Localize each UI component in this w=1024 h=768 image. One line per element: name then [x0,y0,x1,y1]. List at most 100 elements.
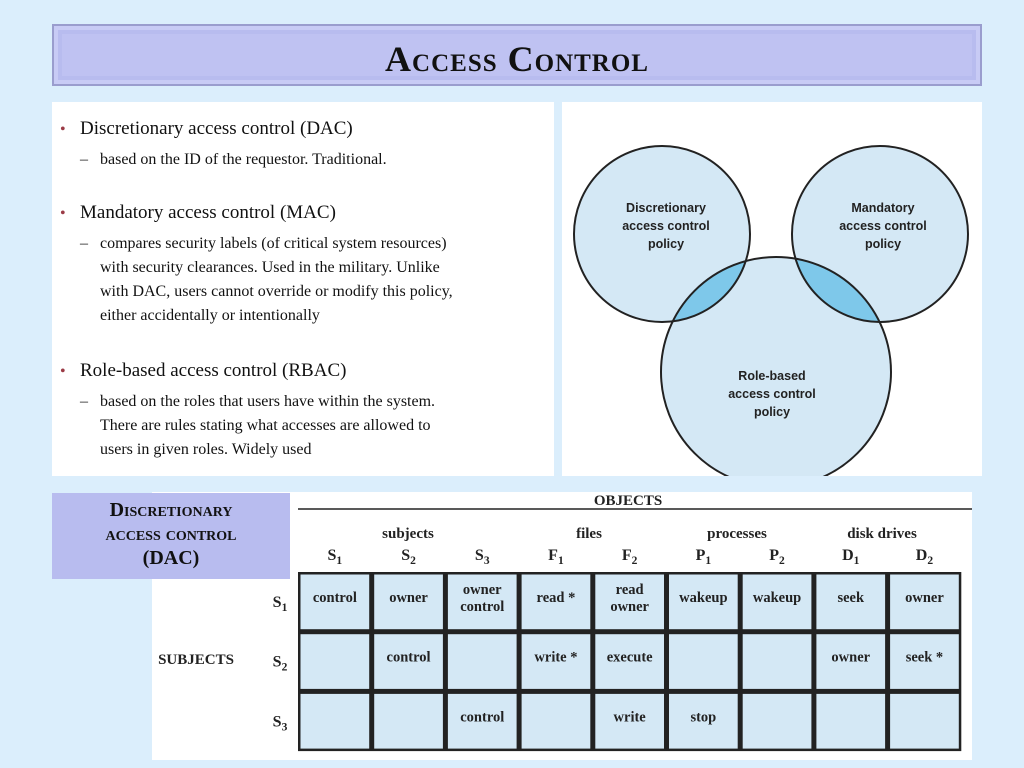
venn-label-rbac-1: Role-based [738,369,805,383]
matrix-cell-text: read [616,582,644,598]
dac-label-line: Discretionary [109,499,233,521]
bullet-heading: Discretionary access control (DAC) [80,118,353,139]
matrix-cell [816,574,886,630]
dash-icon: – [80,151,88,168]
venn-label-rbac-2: access control [728,387,816,401]
matrix-cell-text: execute [607,650,653,666]
group-subjects: subjects [382,526,434,542]
group-files: files [576,526,602,542]
matrix-cell-text: owner [463,582,502,598]
column-header: F1 [548,547,564,567]
dac-label: Discretionary access control (DAC) [52,493,290,579]
venn-label-mac-2: access control [839,219,927,233]
dac-label-line: (DAC) [142,547,200,569]
matrix-cell [742,634,812,689]
bullet-dot-icon: • [60,121,66,138]
bullet-sub-mac: – compares security labels (of critical … [80,232,540,328]
venn-label-dac-3: policy [648,237,684,251]
bullet-heading: Mandatory access control (MAC) [80,202,336,223]
column-header: D1 [842,547,860,567]
matrix-cell-text: control [313,590,357,606]
matrix-cell [300,574,370,630]
matrix-cell [447,693,517,749]
sub-line: There are rules stating what accesses ar… [100,417,431,434]
column-header: S3 [475,547,490,567]
matrix-cell-text: read * [537,590,576,606]
venn-circle-rbac [661,257,891,487]
matrix-cell [521,693,591,749]
sub-line: compares security labels (of critical sy… [100,235,447,252]
bullet-sub-text: based on the roles that users have withi… [100,390,540,462]
matrix-cell-text: control [460,709,504,725]
column-header: D2 [916,547,934,567]
matrix-cell-text: wakeup [753,590,801,606]
venn-circle-dac [574,146,750,322]
matrix-cell [669,634,738,689]
matrix-cell-text: wakeup [679,590,727,606]
matrix-cell-text: stop [690,709,716,725]
sub-line: either accidentally or intentionally [100,307,320,324]
matrix-cell [669,693,738,749]
bullet-sub-text: based on the ID of the requestor. Tradit… [100,151,387,168]
venn-label-mac-3: policy [865,237,901,251]
venn-label-rbac-3: policy [754,405,790,419]
matrix-cell [816,693,886,749]
matrix-cell-text: control [387,650,431,666]
matrix-cell [374,574,443,630]
column-header: P2 [769,547,785,567]
group-processes: processes [707,526,767,542]
bullet-sub-text: compares security labels (of critical sy… [100,232,540,328]
matrix-cell [447,634,517,689]
matrix-cell [890,693,959,749]
objects-label: OBJECTS [594,493,662,509]
row-header: S1 [273,594,288,614]
title-bar: Access Control [52,24,982,86]
sub-line: based on the roles that users have withi… [100,393,436,410]
matrix-cell-text: owner [610,599,649,615]
column-header: S2 [401,547,416,567]
sub-line: with security clearances. Used in the mi… [100,259,440,276]
bullet-dac: • Discretionary access control (DAC) [60,118,353,140]
matrix-cell-text: owner [389,590,428,606]
matrix-cell-text: owner [831,650,870,666]
venn-panel: Discretionary access control policy Mand… [562,102,982,488]
matrix-cell [521,634,591,689]
column-header: S1 [328,547,343,567]
row-header: S2 [273,654,288,674]
dac-label-line: access control [105,523,237,545]
bullet-sub-rbac: – based on the roles that users have wit… [80,390,540,462]
sub-line: users in given roles. Widely used [100,441,312,458]
bullet-heading: Role-based access control (RBAC) [80,360,347,381]
slide-title: Access Control [385,39,649,79]
matrix-cell [595,574,664,630]
venn-diagram: Discretionary access control policy Mand… [573,145,969,488]
matrix-cell [374,634,443,689]
group-disk-drives: disk drives [847,526,917,542]
venn-label-dac-1: Discretionary [626,201,706,215]
matrix-cell [669,574,738,630]
subjects-row-label: SUBJECTS [158,652,234,668]
bullet-dot-icon: • [60,205,66,222]
matrix-cell [816,634,886,689]
matrix-cell [595,693,664,749]
matrix-cell-text: seek [837,590,865,606]
matrix-cell-text: owner [905,590,944,606]
matrix-cell [890,634,959,689]
matrix-cell-text: write [614,709,647,725]
bullet-sub-dac: – based on the ID of the requestor. Trad… [80,148,540,172]
text-panel: • Discretionary access control (DAC) – ba… [52,102,554,476]
venn-label-dac-2: access control [622,219,710,233]
matrix-cell [595,634,664,689]
access-matrix: OBJECTS subjects files processes disk dr… [158,493,972,752]
matrix-cell-text: write * [534,650,577,666]
venn-outline-dac [573,145,751,323]
venn-label-mac-1: Mandatory [851,201,914,215]
bullet-mac: • Mandatory access control (MAC) [60,202,336,224]
matrix-cell [742,574,812,630]
matrix-cell [742,693,812,749]
column-header: F2 [622,547,638,567]
row-header: S3 [273,713,288,733]
matrix-cell [300,693,370,749]
sub-line: with DAC, users cannot override or modif… [100,283,453,300]
matrix-cell [447,574,517,630]
